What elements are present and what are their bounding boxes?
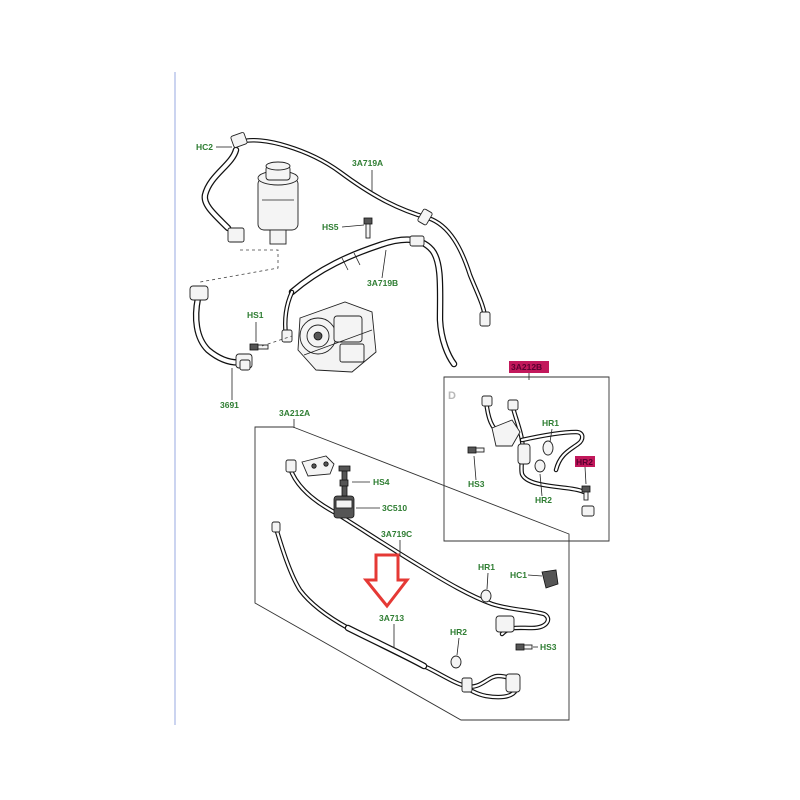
red-callout-arrow xyxy=(362,553,411,609)
fastener-hs1 xyxy=(249,343,269,351)
label-3a719a: 3A719A xyxy=(352,158,383,168)
clip-hr2-upper xyxy=(534,459,546,473)
label-hr1-upper: HR1 xyxy=(542,418,559,428)
label-hs4: HS4 xyxy=(373,477,390,487)
label-hs3-upper: HS3 xyxy=(468,479,485,489)
label-3a212a: 3A212A xyxy=(279,408,310,418)
label-3a719b: 3A719B xyxy=(367,278,398,288)
label-hs5: HS5 xyxy=(322,222,339,232)
label-hr2-tagged: HR2 xyxy=(576,457,593,467)
pressure-switch-3c510 xyxy=(333,465,355,519)
clip-hc1 xyxy=(541,569,559,589)
return-hose-3691 xyxy=(189,285,253,371)
label-hc2: HC2 xyxy=(196,142,213,152)
clip-hr1-lower xyxy=(480,589,492,603)
detail-d-frame xyxy=(443,376,610,542)
fastener-hs3-lower xyxy=(515,643,533,651)
fastener-hr2-tagged xyxy=(581,485,591,501)
fastener-hs4 xyxy=(339,479,349,487)
label-3a212b: 3A212B xyxy=(511,362,542,372)
lower-assembly-frame xyxy=(254,426,570,721)
label-3691: 3691 xyxy=(220,400,239,410)
label-3a713: 3A713 xyxy=(379,613,404,623)
label-hr2-lower: HR2 xyxy=(450,627,467,637)
label-detail-d: D xyxy=(448,390,456,402)
label-hs1: HS1 xyxy=(247,310,264,320)
steering-pump xyxy=(297,301,377,373)
fastener-hs3-upper xyxy=(467,446,485,454)
dashed-link-reservoir xyxy=(199,249,279,283)
pressure-pipe-3a719c xyxy=(285,455,551,637)
label-hs3-lower: HS3 xyxy=(540,642,557,652)
highlight-tag-3a212b xyxy=(509,361,549,373)
label-3c510: 3C510 xyxy=(382,503,407,513)
return-pipe-3a713 xyxy=(271,521,521,700)
fluid-reservoir xyxy=(257,161,299,245)
highlight-tag-hr2 xyxy=(575,456,595,467)
hose-3a719b xyxy=(281,235,458,368)
fastener-hs5 xyxy=(363,217,373,239)
label-hr1-lower: HR1 xyxy=(478,562,495,572)
label-3a719c: 3A719C xyxy=(381,529,412,539)
clip-hr2-lower xyxy=(450,655,462,669)
label-hc1: HC1 xyxy=(510,570,527,580)
clip-hr1-upper xyxy=(542,440,554,456)
pressure-line-3a212b xyxy=(481,395,595,517)
label-hr2-upper: HR2 xyxy=(535,495,552,505)
dashed-link-pump xyxy=(261,335,293,347)
hose-3a719a xyxy=(201,132,491,327)
